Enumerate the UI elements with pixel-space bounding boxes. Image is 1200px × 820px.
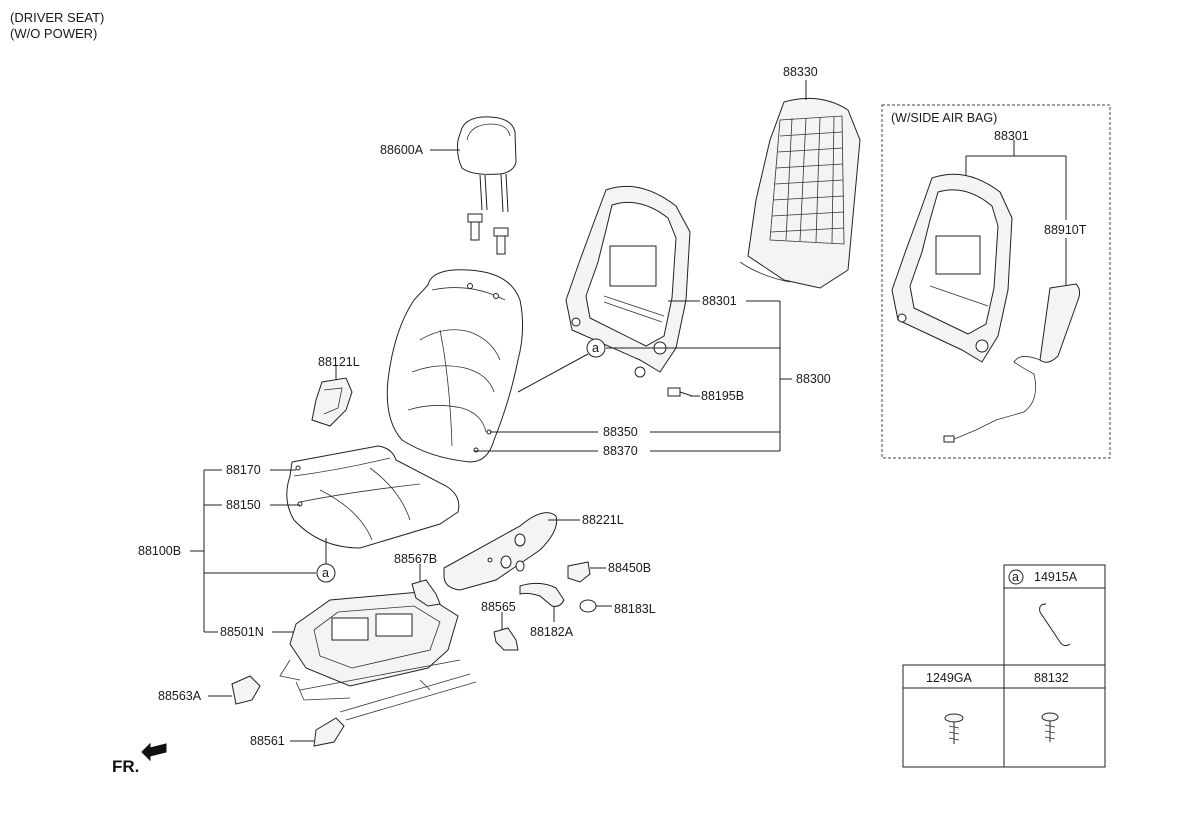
- cover-565-drawing: [493, 627, 519, 651]
- table-screw1-part: 1249GA: [926, 671, 973, 685]
- screw2-drawing: [1041, 712, 1059, 742]
- shield-inner-drawing: [311, 377, 353, 427]
- variant-box: [881, 104, 1111, 459]
- label-bolt: 88195B: [701, 389, 744, 403]
- label-cover-565: 88565: [481, 600, 516, 614]
- variant-label-airbag: 88910T: [1044, 223, 1087, 237]
- label-cover-561: 88561: [250, 734, 285, 748]
- label-back-cover: 88330: [783, 65, 818, 79]
- label-back-frame: 88301: [702, 294, 737, 308]
- knob-drawing: [579, 599, 597, 613]
- clip-drawing: [1039, 603, 1071, 647]
- callout-marker-a-back: [586, 338, 606, 358]
- callout-a-cushion-text: a: [322, 566, 329, 580]
- seat-cushion-drawing: [286, 445, 460, 549]
- variant-airbag-drawing: [943, 283, 1081, 443]
- seat-back-frame-drawing: [565, 185, 691, 378]
- screw1-drawing: [944, 713, 964, 744]
- header-line2: (W/O POWER): [10, 26, 97, 41]
- headrest-drawing: [457, 116, 517, 255]
- label-cover-b: 88450B: [608, 561, 651, 575]
- table-clip-part: 14915A: [1034, 570, 1078, 584]
- label-cushion-pad: 88150: [226, 498, 261, 512]
- header-line1: (DRIVER SEAT): [10, 10, 104, 25]
- label-side-shield: 88221L: [582, 513, 624, 527]
- label-cushion-assy: 88100B: [138, 544, 181, 558]
- cushion-assy-bracket: [190, 469, 327, 633]
- lever-drawing: [519, 582, 565, 607]
- cover-563-drawing: [231, 675, 261, 705]
- cover-567-drawing: [411, 579, 441, 607]
- cover-561-drawing: [313, 717, 345, 747]
- label-cushion-frame: 88501N: [220, 625, 264, 639]
- label-cushion-cover: 88170: [226, 463, 261, 477]
- variant-frame-drawing: [891, 173, 1013, 363]
- label-knob: 88183L: [614, 602, 656, 616]
- front-direction-arrow: [141, 742, 167, 762]
- callout-a-back-text: a: [592, 341, 599, 355]
- label-back-assy: 88300: [796, 372, 831, 386]
- seat-back-drawing: [386, 269, 524, 463]
- label-back-pad-2: 88370: [603, 444, 638, 458]
- back-assy-bracket: [474, 300, 792, 452]
- label-shield-inner: 88121L: [318, 355, 360, 369]
- label-headrest: 88600A: [380, 143, 424, 157]
- bolt-drawing: [667, 387, 700, 397]
- label-cover-567: 88567B: [394, 552, 437, 566]
- label-lever: 88182A: [530, 625, 574, 639]
- table-screw2-part: 88132: [1034, 671, 1069, 685]
- variant-label-frame: 88301: [994, 129, 1029, 143]
- label-cover-563: 88563A: [158, 689, 202, 703]
- cushion-frame-drawing: [279, 591, 477, 721]
- front-direction-label: FR.: [112, 757, 139, 776]
- callout-marker-a-cushion: [316, 563, 336, 583]
- fastener-table: [902, 564, 1106, 768]
- table-marker-a: [1008, 569, 1024, 585]
- back-cover-panel-drawing: [739, 97, 861, 289]
- cover-b-drawing: [567, 561, 591, 583]
- side-shield-drawing: [443, 512, 558, 591]
- label-back-pad-1: 88350: [603, 425, 638, 439]
- table-marker-a-text: a: [1012, 570, 1019, 584]
- variant-box-title: (W/SIDE AIR BAG): [891, 111, 997, 125]
- variant-bracket: [965, 140, 1067, 286]
